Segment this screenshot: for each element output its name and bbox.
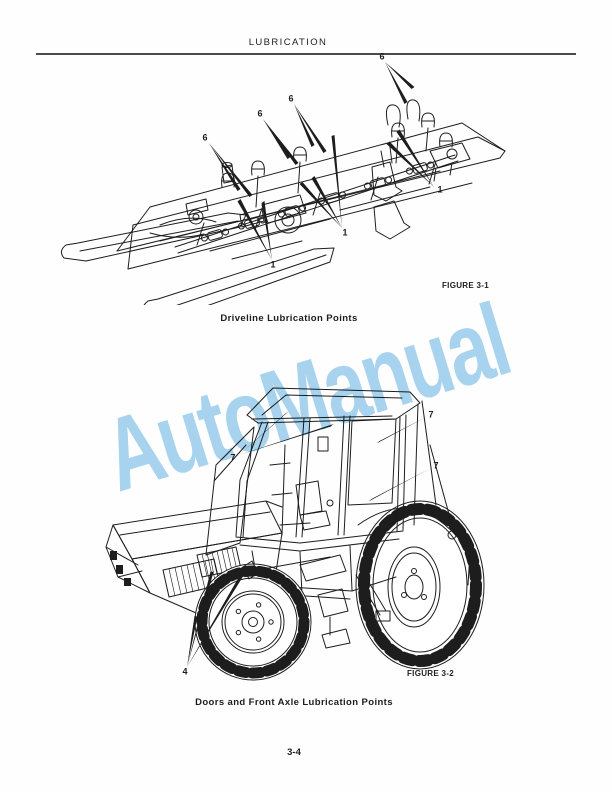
callout-number: 6 — [202, 132, 208, 143]
figure2-caption: Doors and Front Axle Lubrication Points — [195, 697, 393, 708]
header-rule — [36, 53, 576, 55]
callout-number: 1 — [342, 227, 348, 238]
callout-number: 1 — [270, 259, 276, 270]
figure1-caption: Driveline Lubrication Points — [220, 313, 358, 324]
cab-lines — [205, 387, 471, 600]
figure1-leader-lines — [209, 62, 434, 260]
callout-number: 4 — [182, 666, 188, 677]
rear-wheel — [355, 500, 485, 670]
tractor-figure-drawing — [105, 387, 485, 681]
grille-vents — [110, 551, 131, 586]
callout-number: 7 — [433, 460, 439, 471]
callout-number: 6 — [257, 108, 263, 119]
driveline-figure-drawing — [60, 62, 506, 305]
front-axle-hitch-lines — [242, 554, 391, 649]
callout-number: 6 — [288, 93, 294, 104]
callout-number: 1 — [437, 184, 443, 195]
callout-number: 7 — [230, 452, 236, 463]
callout-number: 7 — [428, 409, 434, 420]
u-joint-details — [200, 112, 453, 242]
chassis-frame-lines — [60, 99, 506, 305]
figure2-leader-lines — [187, 411, 431, 667]
front-wheel — [194, 563, 312, 681]
figure2-label: FIGURE 3-2 — [407, 669, 455, 678]
page-header-title: LUBRICATION — [248, 37, 328, 48]
figure1-label: FIGURE 3-1 — [442, 281, 490, 290]
page-number: 3-4 — [287, 747, 301, 758]
callout-number: 6 — [379, 51, 385, 62]
